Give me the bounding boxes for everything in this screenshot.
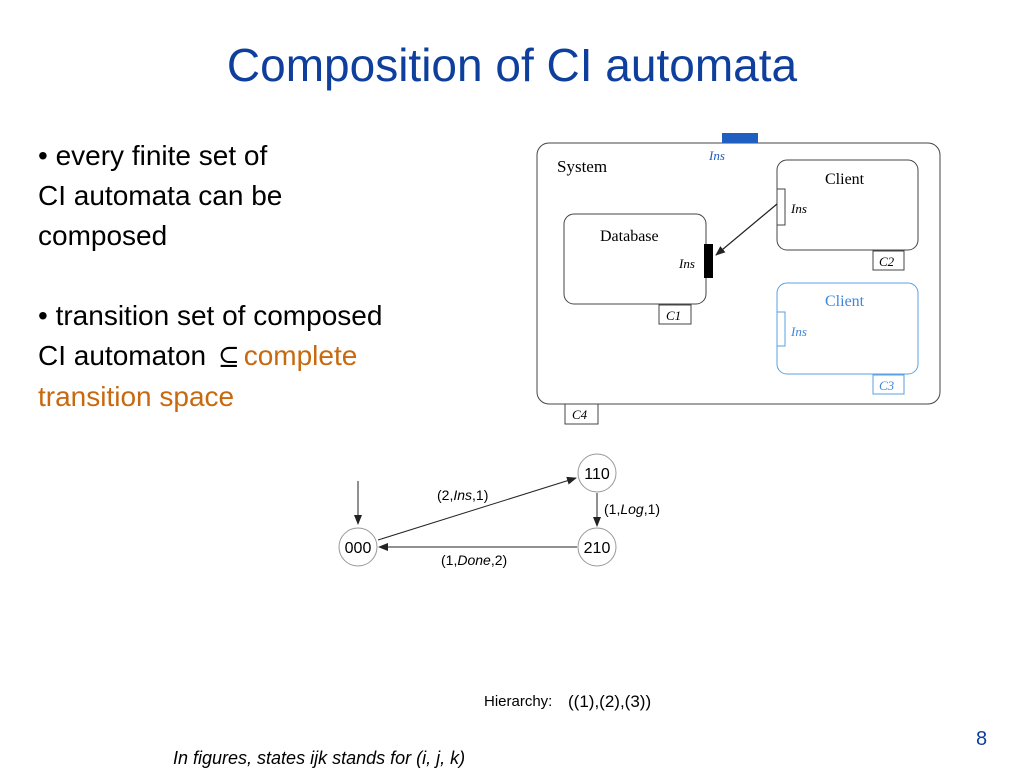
bullet-line: • transition set of composed xyxy=(38,300,383,331)
state-node xyxy=(577,453,617,493)
client-label: Client xyxy=(825,171,865,188)
client-copy-port-label: Ins xyxy=(790,324,807,339)
transition-label: (2,Ins,1) xyxy=(437,487,488,503)
database-port-label: Ins xyxy=(678,256,695,271)
action-name: Log xyxy=(620,501,644,517)
label-part: (2, xyxy=(437,487,453,503)
component-diagram: System Ins C4 Database Ins C1 Client Ins… xyxy=(536,133,941,425)
state-node xyxy=(577,527,617,567)
highlight-text: transition space xyxy=(38,381,235,412)
page-number: 8 xyxy=(976,728,988,750)
database-tag-box xyxy=(658,304,692,325)
label-part: ,2) xyxy=(491,552,507,568)
bullet-line: • every finite set of xyxy=(38,140,268,171)
client-copy-port xyxy=(776,311,786,347)
transition-label: (1,Log,1) xyxy=(604,501,660,517)
action-name: Done xyxy=(457,552,491,568)
bullet-list: • every finite set of CI automata can be… xyxy=(38,136,478,457)
action-name: Ins xyxy=(453,487,472,503)
client-port xyxy=(776,188,786,226)
system-port-label: Ins xyxy=(708,148,725,163)
label-part: (1, xyxy=(441,552,457,568)
highlight-text: complete xyxy=(243,340,358,371)
client-copy-tag-box xyxy=(872,374,905,395)
database-tag: C1 xyxy=(666,308,681,323)
state-label: 000 xyxy=(345,540,372,557)
hierarchy-label: Hierarchy: xyxy=(484,693,552,710)
client-tag-box xyxy=(872,250,905,271)
connection-arrow xyxy=(715,203,778,256)
database-port xyxy=(704,244,713,278)
state-label: 110 xyxy=(584,466,610,483)
label-part: (1, xyxy=(604,501,620,517)
bullet-transition-set: • transition set of composed CI automato… xyxy=(38,296,478,417)
client-tag: C2 xyxy=(879,254,895,269)
transition-arrow xyxy=(377,476,577,541)
label-part: ,1) xyxy=(472,487,488,503)
bullet-line: CI automaton xyxy=(38,340,207,371)
footnote: In figures, states ijk stands for (i, j,… xyxy=(173,748,466,768)
subset-symbol: ⊆ xyxy=(217,342,240,372)
slide-title: Composition of CI automata xyxy=(226,39,798,91)
client-copy-tag: C3 xyxy=(879,378,895,393)
state-label: 210 xyxy=(584,540,611,557)
outer-tag: C4 xyxy=(572,407,588,422)
database-label: Database xyxy=(600,228,659,245)
bullet-line: composed xyxy=(38,220,168,251)
client-port-label: Ins xyxy=(790,201,807,216)
transition-label: (1,Done,2) xyxy=(441,552,507,568)
system-port xyxy=(722,133,758,143)
bullet-line: CI automata can be xyxy=(38,180,283,211)
label-part: ,1) xyxy=(644,501,660,517)
hierarchy-value: ((1),(2),(3)) xyxy=(568,692,651,711)
bullet-composable: • every finite set of CI automata can be… xyxy=(38,136,478,256)
state-node xyxy=(338,527,378,567)
client-copy-label: Client xyxy=(825,293,865,310)
system-label: System xyxy=(557,157,607,176)
automaton-diagram: 000 110 210 (2,Ins,1) (1,Log,1) (1,Done,… xyxy=(338,453,660,711)
outer-tag-box xyxy=(564,403,599,425)
